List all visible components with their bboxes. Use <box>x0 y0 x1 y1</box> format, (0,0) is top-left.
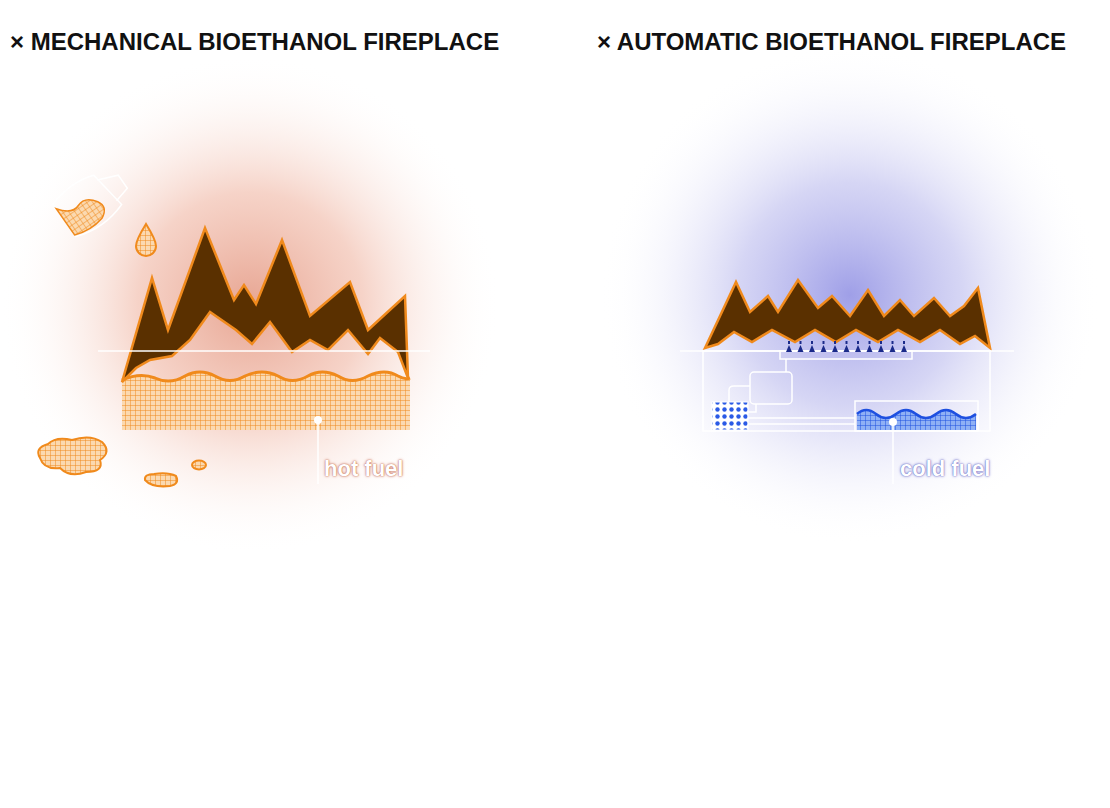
mechanical-fireplace <box>38 160 430 486</box>
callout-label: hot fuel <box>324 456 403 482</box>
heat-glow <box>0 55 500 555</box>
callout-label: cold fuel <box>900 456 990 482</box>
automatic-fireplace <box>680 280 1014 484</box>
cool-glow <box>600 45 1100 545</box>
section-heading: × AUTOMATIC BIOETHANOL FIREPLACE <box>597 28 1066 56</box>
section-heading: × MECHANICAL BIOETHANOL FIREPLACE <box>10 28 499 56</box>
